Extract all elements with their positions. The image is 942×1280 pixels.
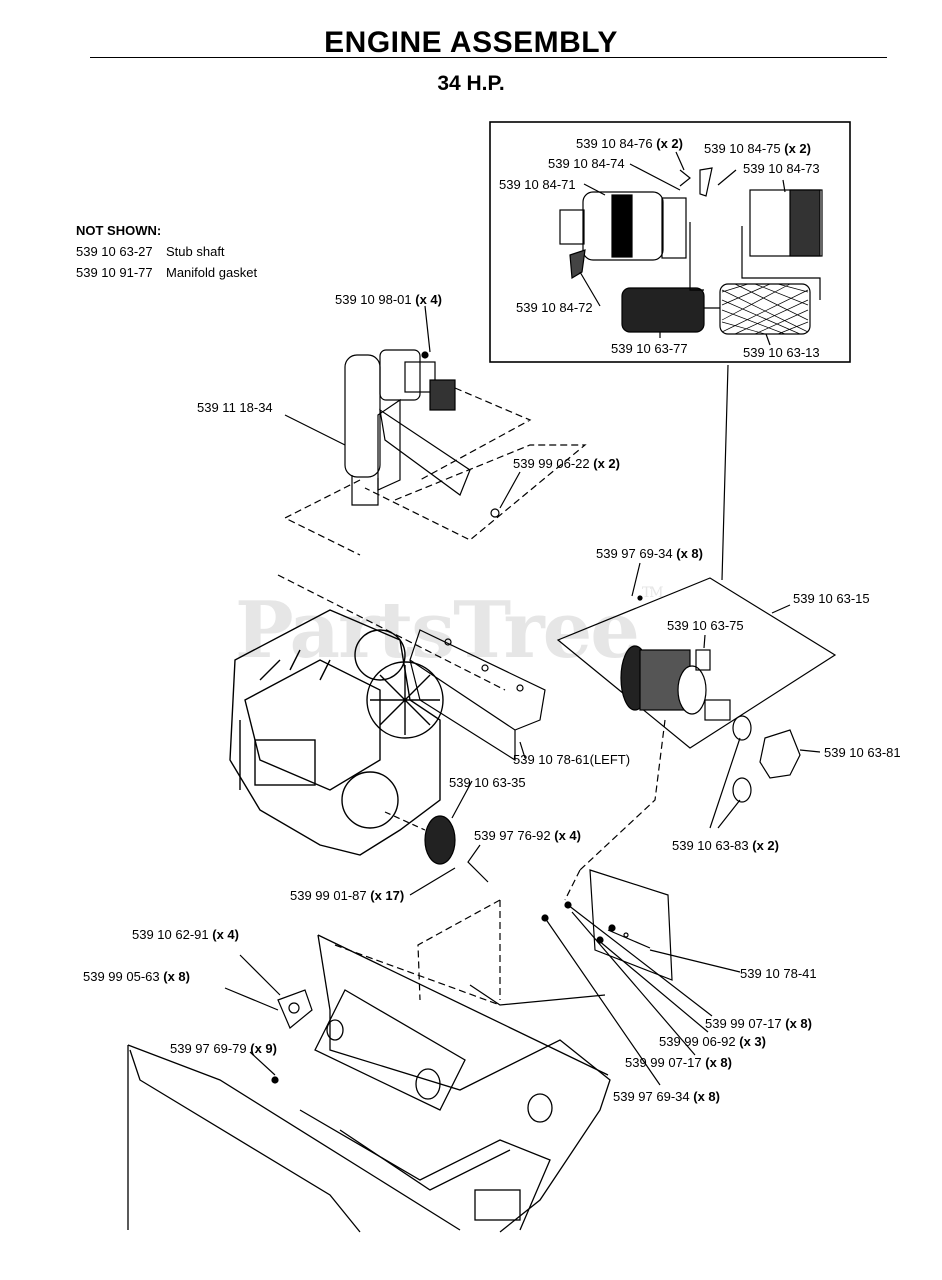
air-filter-inset-box [489, 121, 851, 363]
part-callout: 539 97 69-34 (x 8) [613, 1089, 720, 1104]
not-shown-item: 539 10 91-77 Manifold gasket [76, 262, 257, 283]
air-cleaner-housing [582, 191, 664, 261]
part-callout: 539 10 63-15 [793, 591, 870, 606]
not-shown-item: 539 10 63-27 Stub shaft [76, 241, 257, 262]
part-callout: 539 10 63-81 [824, 745, 901, 760]
part-callout: 539 99 06-22 (x 2) [513, 456, 620, 471]
heat-shield-bracket [589, 869, 673, 981]
part-callout: 539 10 63-13 [743, 345, 820, 360]
not-shown-heading: NOT SHOWN: [76, 223, 162, 238]
inner-filter-element [621, 287, 705, 333]
part-callout: 539 10 63-75 [667, 618, 744, 633]
not-shown-description: Manifold gasket [166, 265, 258, 280]
part-callout: 539 10 78-41 [740, 966, 817, 981]
part-callout: 539 10 63-35 [449, 775, 526, 790]
part-callout: 539 10 84-72 [516, 300, 593, 315]
part-callout: 539 10 62-91 (x 4) [132, 927, 239, 942]
air-cleaner-mount-plate [556, 577, 837, 749]
part-callout: 539 10 98-01 (x 4) [335, 292, 442, 307]
part-callout: 539 10 84-75 (x 2) [704, 141, 811, 156]
part-callout: 539 97 69-79 (x 9) [170, 1041, 277, 1056]
part-callout: 539 10 78-61(LEFT) [513, 752, 631, 767]
muffler-group [344, 349, 471, 506]
part-callout: 539 97 76-92 (x 4) [474, 828, 581, 843]
engine-mount-bracket [409, 629, 546, 762]
not-shown-list: NOT SHOWN: 539 10 63-27 Stub shaft 539 10… [76, 220, 257, 283]
part-callout: 539 10 84-74 [548, 156, 625, 171]
part-callout: 539 99 07-17 (x 8) [705, 1016, 812, 1031]
part-callout: 539 10 84-73 [743, 161, 820, 176]
air-hose-elbow [759, 729, 801, 779]
air-cleaner-assembly [620, 645, 731, 721]
part-callout: 539 99 07-17 (x 8) [625, 1055, 732, 1070]
part-callout: 539 10 84-71 [499, 177, 576, 192]
drive-pulley [424, 815, 456, 865]
part-callout: 539 99 01-87 (x 17) [290, 888, 405, 903]
not-shown-part-number: 539 10 63-27 [76, 244, 153, 259]
filter-end-cap [749, 189, 823, 257]
part-callout: 539 10 84-76 (x 2) [576, 136, 683, 151]
engine-block [229, 609, 444, 856]
not-shown-part-number: 539 10 91-77 [76, 265, 153, 280]
part-callout: 539 11 18-34 [197, 400, 273, 415]
part-callout: 539 97 69-34 (x 8) [596, 546, 703, 561]
page-title: ENGINE ASSEMBLY [324, 26, 618, 59]
part-callout: 539 99 06-92 (x 3) [659, 1034, 766, 1049]
rubber-mount [277, 989, 313, 1029]
page-subtitle: 34 H.P. [437, 72, 505, 95]
part-callout: 539 99 05-63 (x 8) [83, 969, 190, 984]
chassis-frame [127, 934, 611, 1233]
part-callout: 539 10 63-77 [611, 341, 688, 356]
not-shown-description: Stub shaft [166, 244, 225, 259]
part-callout: 539 10 63-83 (x 2) [672, 838, 779, 853]
title-rule [90, 57, 887, 58]
